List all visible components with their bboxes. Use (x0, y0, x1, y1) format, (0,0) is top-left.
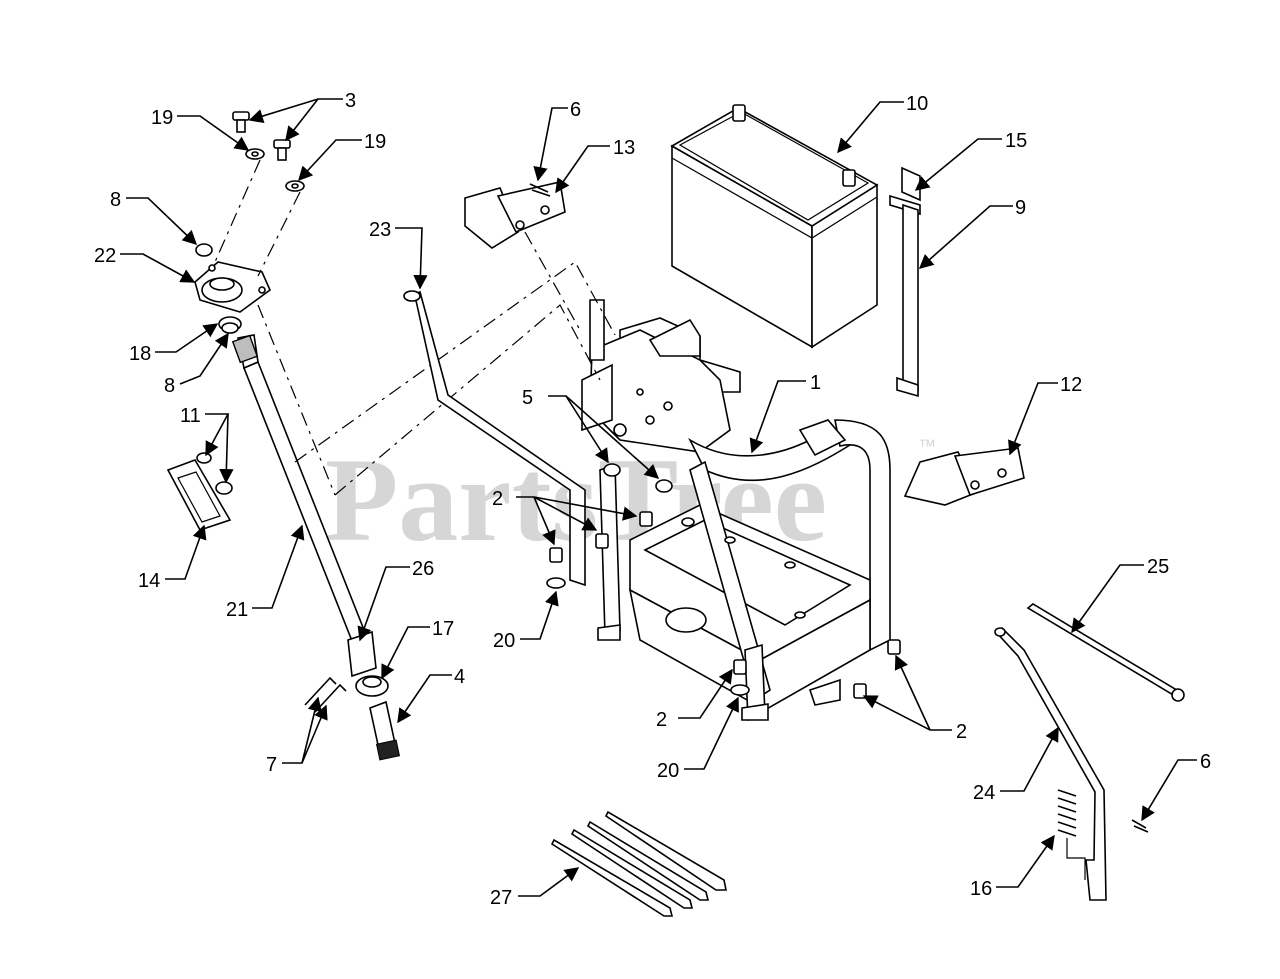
callout-12[interactable]: 12 (1060, 374, 1082, 396)
callout-20-left[interactable]: 20 (493, 630, 515, 652)
callout-21[interactable]: 21 (226, 599, 248, 621)
long-rod[interactable] (1026, 603, 1185, 702)
cotter-pin-top[interactable] (529, 183, 551, 197)
callout-26[interactable]: 26 (412, 558, 434, 580)
steering-bracket[interactable] (581, 299, 741, 453)
callout-10[interactable]: 10 (906, 93, 928, 115)
assembly-lines (214, 159, 616, 496)
cable-ties[interactable] (550, 810, 727, 917)
callout-20-lower[interactable]: 20 (657, 760, 679, 782)
callout-24[interactable]: 24 (973, 782, 995, 804)
pedal-bracket-left[interactable] (464, 181, 566, 249)
callout-1[interactable]: 1 (810, 372, 821, 394)
callout-13[interactable]: 13 (613, 137, 635, 159)
top-hardware[interactable] (195, 111, 305, 257)
callout-27[interactable]: 27 (490, 887, 512, 909)
callout-25[interactable]: 25 (1147, 556, 1169, 578)
callout-6-top[interactable]: 6 (570, 99, 581, 121)
callout-17[interactable]: 17 (432, 618, 454, 640)
hair-pin-clips[interactable] (304, 676, 347, 713)
callout-14[interactable]: 14 (138, 570, 160, 592)
callout-6-right[interactable]: 6 (1200, 751, 1211, 773)
lever-and-spring[interactable] (994, 626, 1107, 901)
callout-2-left[interactable]: 2 (492, 488, 503, 510)
control-rod[interactable] (403, 290, 586, 587)
callout-18[interactable]: 18 (129, 343, 151, 365)
callout-4[interactable]: 4 (454, 666, 465, 688)
callout-3[interactable]: 3 (345, 90, 356, 112)
callout-9[interactable]: 9 (1015, 197, 1026, 219)
callout-labels: 1 2 2 2 3 4 5 6 6 7 8 8 9 10 11 12 13 14… (94, 90, 1211, 909)
callout-11[interactable]: 11 (180, 405, 201, 427)
callout-2-middle[interactable]: 2 (656, 709, 667, 731)
steering-shaft[interactable] (231, 334, 370, 648)
cotter-pin-right[interactable] (1131, 819, 1149, 833)
battery[interactable] (670, 104, 879, 349)
callout-7[interactable]: 7 (266, 754, 277, 776)
bracket-plate[interactable] (166, 452, 233, 531)
leader-lines (120, 98, 1197, 897)
callout-16[interactable]: 16 (970, 878, 992, 900)
steering-flange[interactable] (194, 261, 271, 334)
callout-19-right[interactable]: 19 (364, 131, 386, 153)
callout-8-lower[interactable]: 8 (164, 375, 175, 397)
callout-5[interactable]: 5 (522, 387, 533, 409)
callout-2-right[interactable]: 2 (956, 721, 967, 743)
callout-22[interactable]: 22 (94, 245, 116, 267)
battery-strap[interactable] (889, 166, 921, 398)
pedal-bracket-right[interactable] (903, 447, 1025, 506)
frame-hardware[interactable] (546, 463, 901, 699)
callout-8-top[interactable]: 8 (110, 189, 121, 211)
lower-steering-parts[interactable] (347, 630, 401, 761)
callout-23[interactable]: 23 (369, 219, 391, 241)
callout-19-left[interactable]: 19 (151, 107, 173, 129)
watermark-trademark: ™ (918, 436, 936, 456)
callout-15[interactable]: 15 (1005, 130, 1027, 152)
